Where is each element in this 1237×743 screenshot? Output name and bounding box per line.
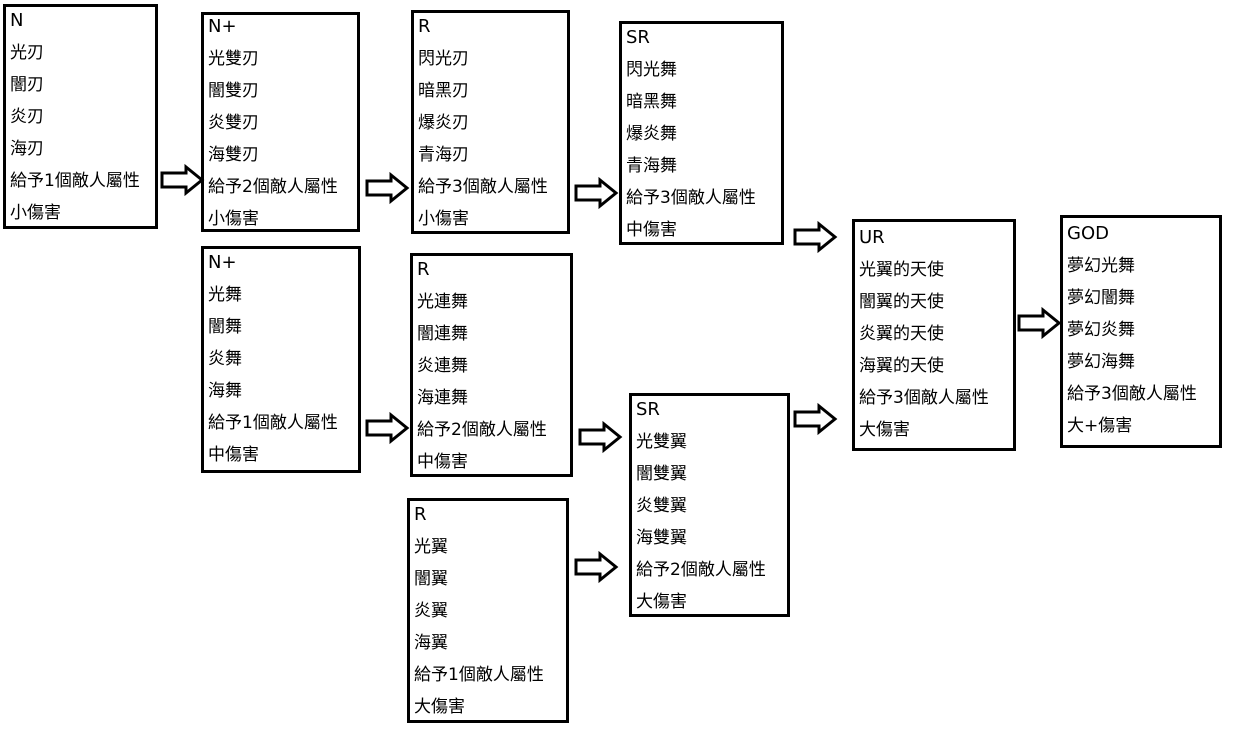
box-n-plus-dance: N+ 光舞 闇舞 炎舞 海舞 給予1個敵人屬性 中傷害 [201, 246, 361, 473]
box-line: 閃光刃 [418, 49, 469, 69]
box-title: SR [626, 27, 650, 48]
box-line: 海翼 [414, 633, 448, 653]
box-line: 中傷害 [626, 220, 677, 240]
box-line: 炎雙刃 [208, 113, 259, 133]
box-line: 海刃 [10, 139, 44, 159]
box-line: 小傷害 [418, 209, 469, 229]
box-title: N [10, 10, 24, 31]
box-line: 夢幻海舞 [1067, 352, 1135, 372]
box-line: 闇連舞 [417, 324, 468, 344]
box-line: 給予3個敵人屬性 [1067, 384, 1197, 404]
box-line: 光雙翼 [636, 432, 687, 452]
box-line: 給予1個敵人屬性 [414, 665, 544, 685]
box-line: 炎翼的天使 [859, 324, 944, 344]
box-line: 光雙刃 [208, 49, 259, 69]
box-line: 大傷害 [636, 592, 687, 612]
box-line: 給予1個敵人屬性 [208, 413, 338, 433]
box-n-plus-blade: N+ 光雙刃 闇雙刃 炎雙刃 海雙刃 給予2個敵人屬性 小傷害 [201, 12, 360, 232]
box-line: 爆炎刃 [418, 113, 469, 133]
box-line: 爆炎舞 [626, 124, 677, 144]
box-line: 給予3個敵人屬性 [418, 177, 548, 197]
box-line: 闇舞 [208, 317, 242, 337]
box-line: 光舞 [208, 285, 242, 305]
box-title: N+ [208, 16, 237, 37]
box-line: 炎雙翼 [636, 496, 687, 516]
box-line: 炎舞 [208, 349, 242, 369]
box-line: 夢幻光舞 [1067, 256, 1135, 276]
box-line: 大+傷害 [1067, 416, 1133, 436]
box-line: 闇雙刃 [208, 81, 259, 101]
box-line: 給予2個敵人屬性 [417, 420, 547, 440]
box-line: 大傷害 [859, 420, 910, 440]
arrow-right-icon [793, 220, 838, 254]
box-line: 給予2個敵人屬性 [208, 177, 338, 197]
box-sr-dance: SR 閃光舞 暗黑舞 爆炎舞 青海舞 給予3個敵人屬性 中傷害 [619, 21, 784, 245]
box-line: 給予1個敵人屬性 [10, 171, 140, 191]
box-line: 炎翼 [414, 601, 448, 621]
box-ur: UR 光翼的天使 闇翼的天使 炎翼的天使 海翼的天使 給予3個敵人屬性 大傷害 [852, 219, 1016, 451]
box-line: 大傷害 [414, 697, 465, 717]
arrow-right-icon [1017, 306, 1062, 340]
box-title: UR [859, 227, 885, 248]
box-line: 青海舞 [626, 156, 677, 176]
box-line: 青海刃 [418, 145, 469, 165]
box-title: R [414, 504, 427, 525]
box-line: 海雙刃 [208, 145, 259, 165]
box-r-dance: R 光連舞 闇連舞 炎連舞 海連舞 給予2個敵人屬性 中傷害 [410, 253, 573, 477]
arrow-right-icon [574, 550, 619, 584]
arrow-right-icon [578, 420, 623, 454]
box-line: 光連舞 [417, 292, 468, 312]
box-line: 光翼 [414, 537, 448, 557]
box-line: 海舞 [208, 381, 242, 401]
box-line: 闇翼 [414, 569, 448, 589]
box-line: 小傷害 [208, 209, 259, 229]
arrow-right-icon [793, 402, 838, 436]
box-r-wing: R 光翼 闇翼 炎翼 海翼 給予1個敵人屬性 大傷害 [407, 498, 569, 723]
box-line: 炎刃 [10, 107, 44, 127]
box-title: R [417, 259, 430, 280]
box-sr-wing: SR 光雙翼 闇雙翼 炎雙翼 海雙翼 給予2個敵人屬性 大傷害 [629, 393, 790, 617]
arrow-right-icon [365, 411, 410, 445]
box-title: N+ [208, 252, 237, 273]
box-line: 小傷害 [10, 203, 61, 223]
box-title: GOD [1067, 223, 1109, 244]
box-line: 光刃 [10, 43, 44, 63]
box-line: 夢幻炎舞 [1067, 320, 1135, 340]
box-god: GOD 夢幻光舞 夢幻闇舞 夢幻炎舞 夢幻海舞 給予3個敵人屬性 大+傷害 [1060, 215, 1222, 448]
box-r-blade: R 閃光刃 暗黑刃 爆炎刃 青海刃 給予3個敵人屬性 小傷害 [411, 10, 570, 234]
box-line: 夢幻闇舞 [1067, 288, 1135, 308]
arrow-right-icon [160, 163, 205, 197]
arrow-right-icon [574, 176, 619, 210]
box-line: 暗黑刃 [418, 81, 469, 101]
box-line: 闇翼的天使 [859, 292, 944, 312]
box-line: 中傷害 [208, 445, 259, 465]
box-line: 暗黑舞 [626, 92, 677, 112]
box-line: 閃光舞 [626, 60, 677, 80]
box-title: R [418, 16, 431, 37]
box-line: 給予2個敵人屬性 [636, 560, 766, 580]
box-line: 給予3個敵人屬性 [859, 388, 989, 408]
box-line: 海連舞 [417, 388, 468, 408]
box-line: 闇雙翼 [636, 464, 687, 484]
box-line: 海翼的天使 [859, 356, 944, 376]
box-n: N 光刃 闇刃 炎刃 海刃 給予1個敵人屬性 小傷害 [3, 4, 158, 229]
box-line: 海雙翼 [636, 528, 687, 548]
box-line: 給予3個敵人屬性 [626, 188, 756, 208]
box-line: 中傷害 [417, 452, 468, 472]
arrow-right-icon [365, 171, 410, 205]
box-line: 闇刃 [10, 75, 44, 95]
box-line: 光翼的天使 [859, 260, 944, 280]
box-title: SR [636, 399, 660, 420]
box-line: 炎連舞 [417, 356, 468, 376]
